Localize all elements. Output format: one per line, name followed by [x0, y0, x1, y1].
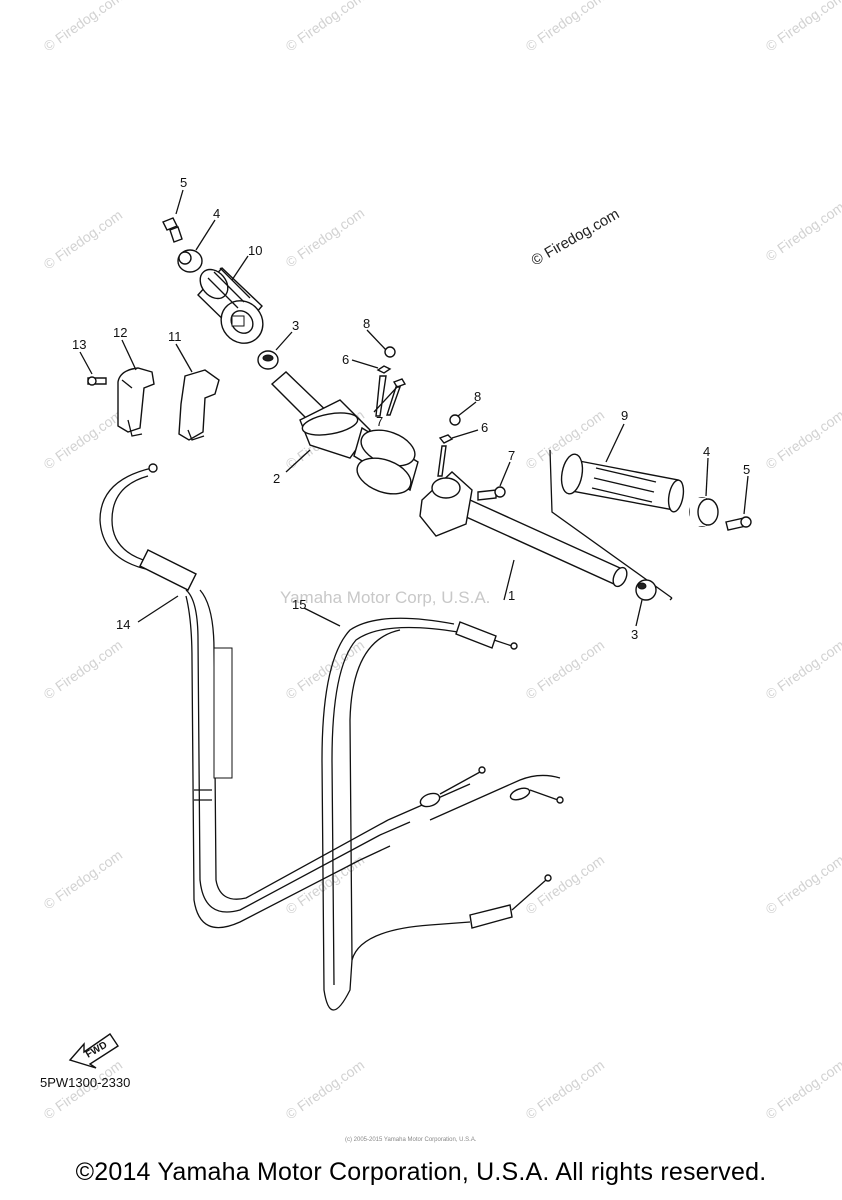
callout-7: 7	[508, 448, 515, 463]
part-11-switch-housing	[178, 369, 220, 441]
part-15-cable	[321, 617, 552, 1011]
callout-12: 12	[113, 325, 127, 340]
watermark: © Firedog.com	[283, 205, 368, 271]
callout-8: 8	[363, 316, 370, 331]
part-14-throttle-cables	[99, 463, 564, 929]
part-12-switch-housing	[117, 367, 155, 437]
part-13-screw	[87, 376, 107, 386]
callout-7: 7	[376, 414, 383, 429]
callout-11: 11	[168, 329, 182, 344]
callout-5: 5	[743, 462, 750, 477]
part-7-screw-right	[477, 486, 506, 501]
part-6-bolt-upper	[375, 365, 392, 417]
callout-2: 2	[273, 471, 280, 486]
watermark: © Firedog.com	[523, 0, 608, 54]
callout-3: 3	[631, 627, 638, 642]
callout-5: 5	[180, 175, 187, 190]
watermark: © Firedog.com	[283, 852, 368, 918]
tiny-copyright: (c) 2005-2015 Yamaha Motor Corporation, …	[345, 1137, 477, 1143]
center-watermark: Yamaha Motor Corp, U.S.A.	[280, 588, 490, 607]
callout-6: 6	[342, 352, 349, 367]
callout-10: 10	[248, 243, 262, 258]
watermark: © Firedog.com	[523, 637, 608, 703]
part-3-left-collar	[257, 350, 279, 370]
watermark: © Firedog.com	[763, 0, 842, 54]
callout-4: 4	[213, 206, 220, 221]
part-10-throttle-grip	[197, 266, 264, 344]
watermark: © Firedog.com	[763, 852, 842, 918]
callout-1: 1	[508, 588, 515, 603]
part-3-right-collar	[635, 579, 657, 601]
fwd-arrow-icon: FWD	[68, 1033, 119, 1069]
part-1-handlebar	[419, 471, 628, 588]
copyright-footer: ©2014 Yamaha Motor Corporation, U.S.A. A…	[75, 1158, 767, 1186]
watermark: © Firedog.com	[763, 637, 842, 703]
corner-watermark: © Firedog.com	[529, 205, 623, 269]
watermark: © Firedog.com	[523, 1057, 608, 1123]
watermark: © Firedog.com	[41, 0, 126, 54]
callout-numbers: 5 4 10 3 13 12 11 8 6 7 2 8 6 7 9 4 5 1 …	[72, 175, 750, 642]
watermark: © Firedog.com	[41, 637, 126, 703]
watermark: © Firedog.com	[283, 0, 368, 54]
part-collar-cylinder	[353, 426, 419, 495]
callout-13: 13	[72, 337, 86, 352]
callout-15: 15	[292, 597, 306, 612]
watermark: © Firedog.com	[41, 207, 126, 273]
callout-9: 9	[621, 408, 628, 423]
part-5-left-screw	[162, 217, 183, 243]
watermark: © Firedog.com	[41, 407, 126, 473]
diagram-code: 5PW1300-2330	[40, 1075, 130, 1090]
part-4-right-weight	[689, 497, 719, 527]
part-9-right-grip	[560, 453, 685, 513]
callout-14: 14	[116, 617, 130, 632]
part-7-screw-upper	[386, 378, 407, 416]
callout-3: 3	[292, 318, 299, 333]
watermark: © Firedog.com	[283, 637, 368, 703]
watermark: © Firedog.com	[763, 1057, 842, 1123]
callout-6: 6	[481, 420, 488, 435]
leader-lines	[79, 189, 749, 627]
part-8-washer-upper	[384, 346, 396, 358]
watermark: © Firedog.com	[763, 199, 842, 265]
watermark: © Firedog.com	[41, 847, 126, 913]
watermark: © Firedog.com	[523, 852, 608, 918]
part-8-washer-right	[449, 414, 461, 426]
part-5-right-screw	[725, 516, 752, 531]
callout-4: 4	[703, 444, 710, 459]
part-6-bolt-right	[437, 434, 454, 477]
watermark: © Firedog.com	[283, 1057, 368, 1123]
callout-8: 8	[474, 389, 481, 404]
watermark: © Firedog.com	[763, 407, 842, 473]
part-2-left-holder	[270, 371, 371, 459]
part-4-left-weight	[177, 249, 203, 273]
